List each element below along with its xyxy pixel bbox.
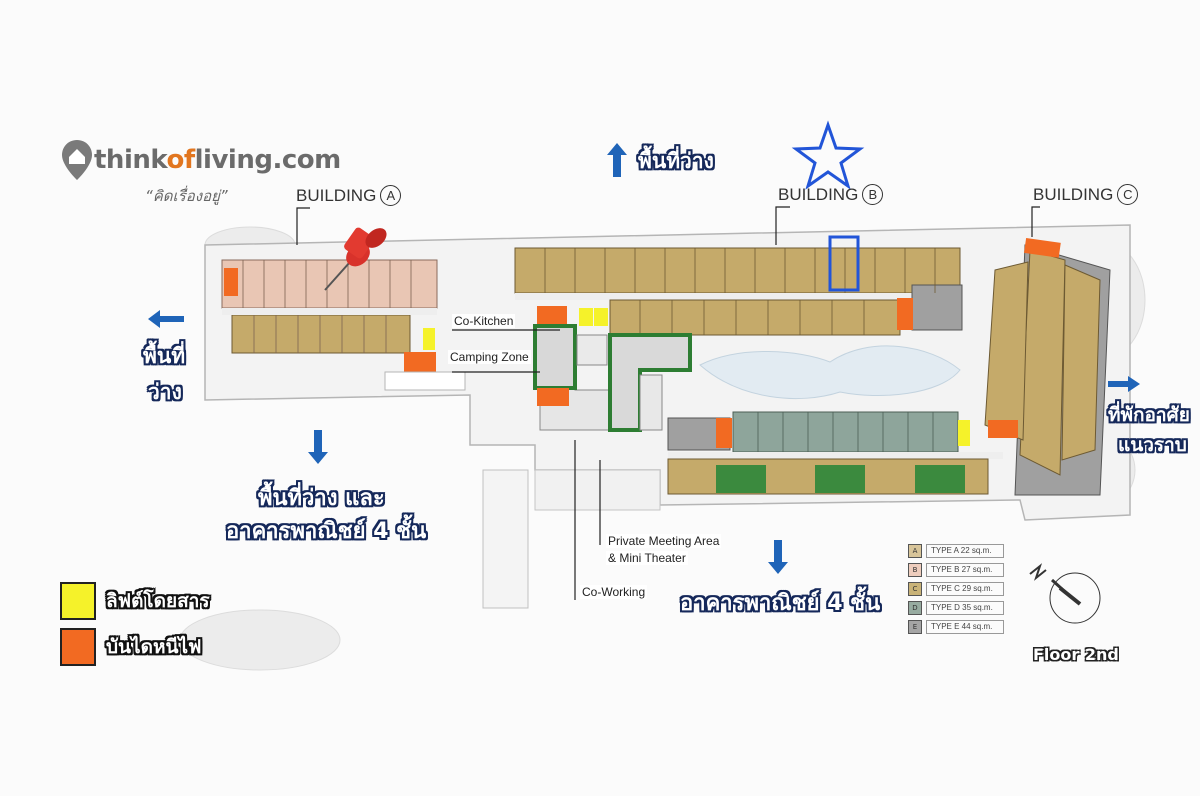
legend-swatch-elevator: [60, 582, 96, 620]
callout-meeting-2: & Mini Theater: [606, 551, 688, 565]
callout-leaders: [296, 206, 1040, 600]
label-open-space-left-1: พื้นที่: [143, 344, 186, 368]
unit-type-c: C TYPE C 29 sq.m.: [908, 581, 1004, 596]
callout-camping-zone: Camping Zone: [448, 350, 531, 364]
brand-name: thinkofliving.com: [94, 145, 341, 175]
building-b-units: [514, 247, 963, 336]
unit-type-legend: A TYPE A 22 sq.m. B TYPE B 27 sq.m. C TY…: [908, 543, 1004, 638]
arrow-down-icon: [768, 540, 788, 574]
north-compass-icon: [1029, 563, 1101, 624]
legend-elevator: ลิฟต์โดยสาร: [60, 582, 210, 620]
push-pin-marker: [324, 227, 387, 291]
label-right-1: ที่พักอาศัย: [1108, 404, 1190, 426]
legend-label-fire-stairs: บันไดหนีไฟ: [106, 636, 202, 658]
legend-fire-stairs: บันไดหนีไฟ: [60, 628, 201, 666]
callout-co-working: Co-Working: [580, 585, 648, 599]
label-bottom-left-1: พื้นที่ว่าง และ: [258, 486, 385, 511]
highlighted-unit: [828, 235, 860, 292]
legend-swatch-fire-stairs: [60, 628, 96, 666]
label-open-space-left-2: ว่าง: [148, 380, 182, 404]
label-bottom-left-2: อาคารพาณิชย์ 4 ชั้น: [226, 519, 427, 544]
arrow-left-icon: [148, 310, 184, 328]
unit-type-b: B TYPE B 27 sq.m.: [908, 562, 1004, 577]
floor-label: Floor 2nd: [1033, 645, 1119, 664]
label-open-space-top: พื้นที่ว่าง: [638, 149, 714, 173]
label-bottom-center: อาคารพาณิชย์ 4 ชั้น: [680, 591, 881, 616]
arrow-right-icon: [1108, 376, 1140, 392]
star-marker: [791, 120, 865, 190]
building-a-units: [221, 259, 466, 391]
brand-tagline: “คิดเรื่องอยู่”: [145, 187, 228, 205]
location-pin-icon: [62, 140, 92, 180]
arrow-down-icon: [308, 430, 328, 464]
brand-logo: thinkofliving.com: [60, 138, 341, 182]
unit-type-e: E TYPE E 44 sq.m.: [908, 619, 1004, 634]
unit-type-d: D TYPE D 35 sq.m.: [908, 600, 1004, 615]
unit-type-a: A TYPE A 22 sq.m.: [908, 543, 1004, 558]
callout-meeting-1: Private Meeting Area: [606, 534, 722, 548]
callout-co-kitchen: Co-Kitchen: [452, 314, 516, 328]
arrow-up-icon: [607, 143, 627, 177]
legend-label-elevator: ลิฟต์โดยสาร: [106, 590, 210, 612]
central-facilities: [533, 324, 692, 432]
swimming-pool: [699, 345, 961, 400]
label-right-2: แนวราบ: [1118, 434, 1187, 456]
entrance-road: [482, 469, 529, 609]
building-c-lower-units: [667, 237, 1111, 496]
